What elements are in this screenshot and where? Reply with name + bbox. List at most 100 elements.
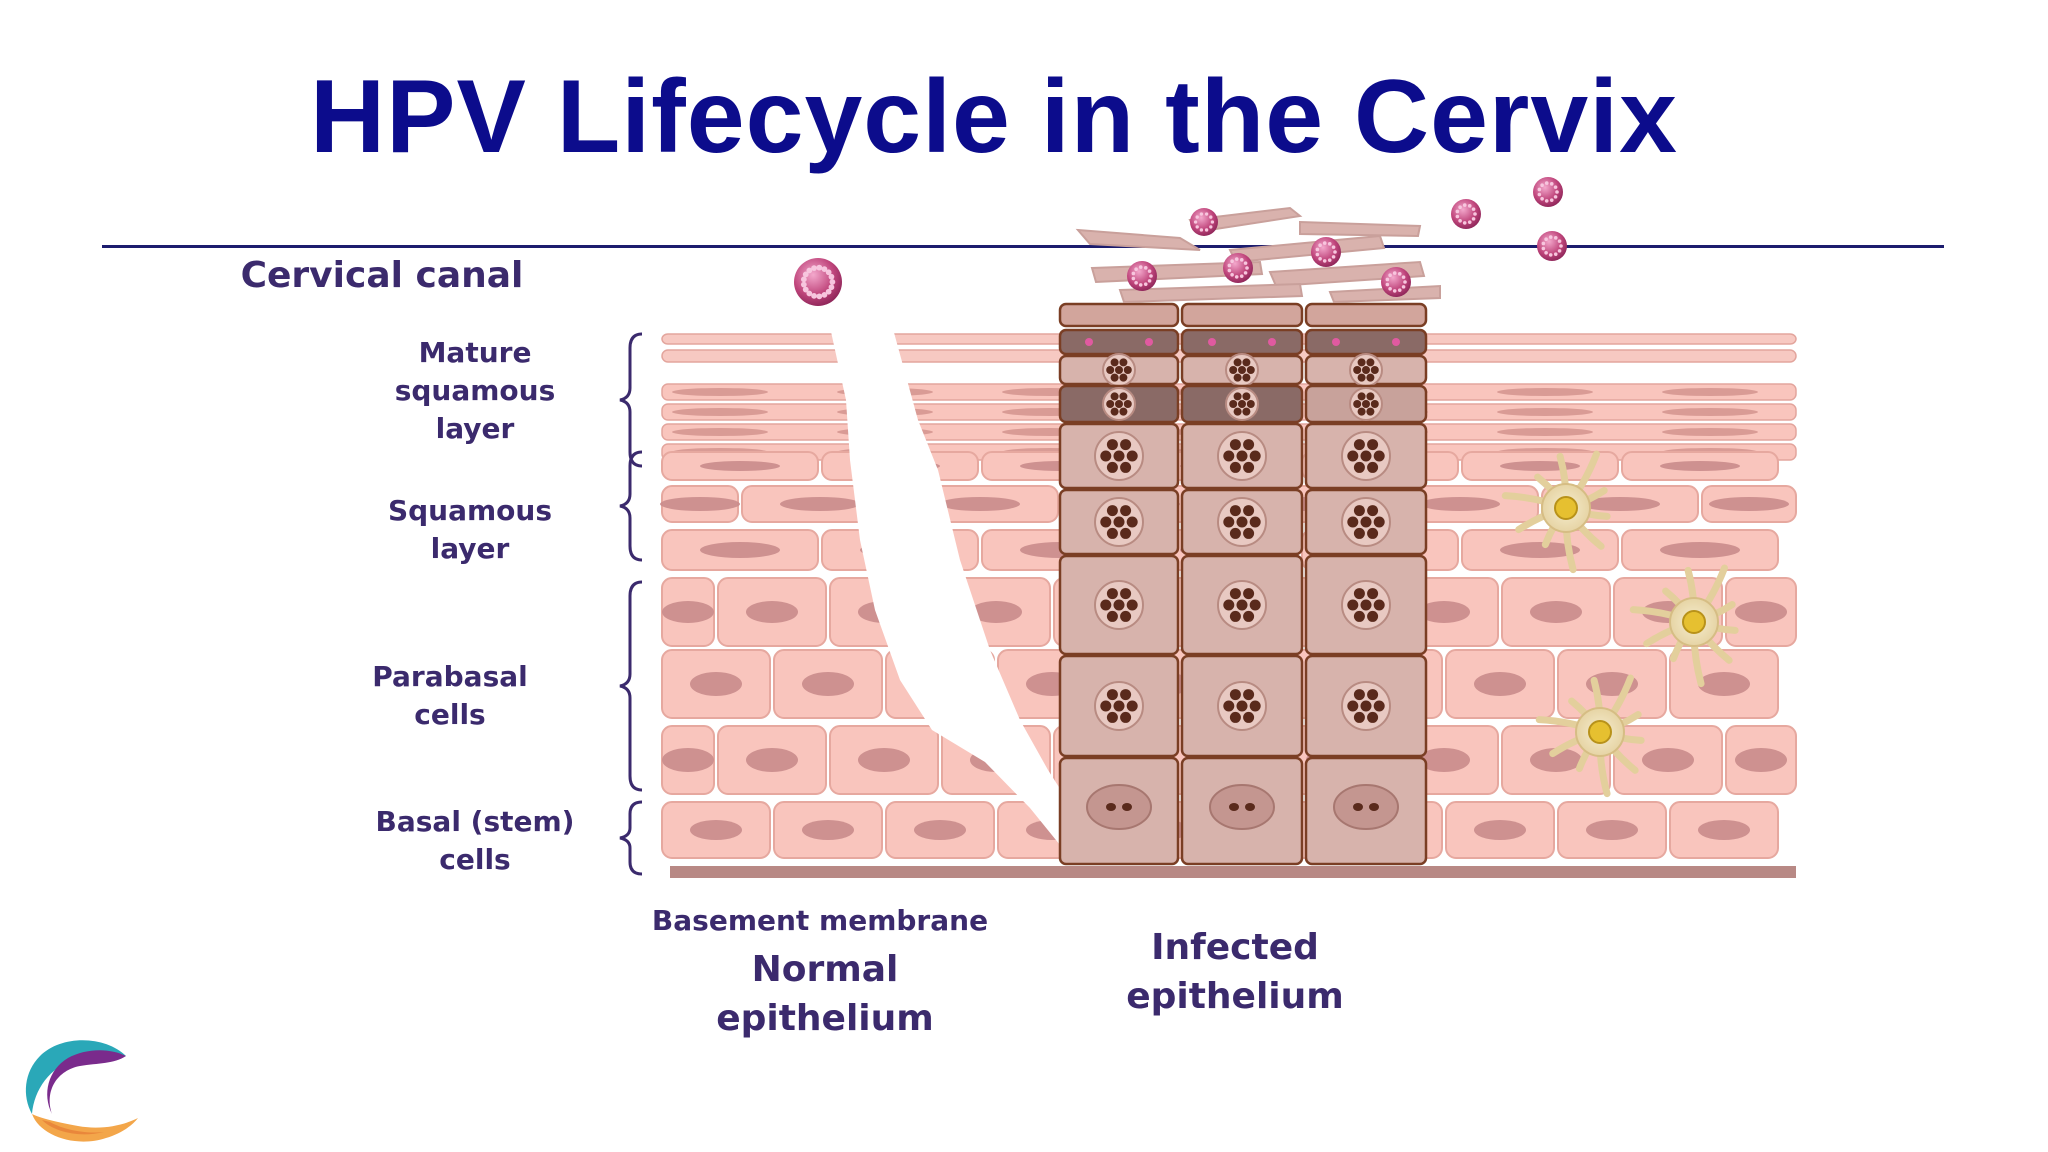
hpv-virion-icon xyxy=(1451,199,1481,229)
viral-particle xyxy=(1120,439,1132,451)
viral-particle xyxy=(1229,400,1238,408)
capsomere xyxy=(1559,244,1563,248)
normal-nucleus xyxy=(1474,820,1526,840)
hpv-virion-icon xyxy=(794,258,842,306)
capsomere xyxy=(1315,252,1320,257)
flat-nucleus xyxy=(1662,428,1758,436)
released-virion xyxy=(1085,338,1093,346)
capsomere xyxy=(1333,250,1337,254)
released-virion xyxy=(1268,338,1276,346)
viral-particle xyxy=(1360,450,1372,462)
viral-particle xyxy=(1243,610,1255,622)
capsomere xyxy=(1544,251,1548,255)
viral-particle xyxy=(1110,392,1119,401)
basement-membrane-label: Basement membrane xyxy=(651,904,989,937)
viral-particle xyxy=(1113,599,1125,611)
viral-particle xyxy=(1100,516,1112,528)
viral-particle xyxy=(1353,689,1365,701)
infected-cell xyxy=(1180,302,1304,328)
capsomere xyxy=(800,281,807,288)
normal-nucleus xyxy=(780,497,860,511)
capsomere xyxy=(1462,221,1467,225)
infected-cell xyxy=(1304,302,1428,328)
capsomere xyxy=(1209,225,1213,229)
capsomere xyxy=(1315,247,1320,252)
viral-particle xyxy=(1106,366,1115,374)
capsomere xyxy=(1138,283,1143,287)
viral-particle xyxy=(1366,407,1375,416)
capsomere xyxy=(806,267,813,274)
normal-nucleus xyxy=(700,461,780,471)
viral-particle xyxy=(1229,527,1241,539)
viral-particle xyxy=(1367,711,1379,723)
viral-particle xyxy=(1353,527,1365,539)
viral-particle xyxy=(1229,689,1241,701)
viral-particle xyxy=(1243,689,1255,701)
capsomere xyxy=(1149,274,1153,278)
normal-nucleus xyxy=(700,542,780,558)
viral-particle xyxy=(1238,400,1246,408)
capsomere xyxy=(1322,259,1327,263)
capsomere xyxy=(825,288,832,295)
capsomere xyxy=(1401,275,1406,279)
capsomere xyxy=(1147,269,1152,273)
viral-particle xyxy=(1246,400,1255,408)
capsomere xyxy=(1327,258,1332,262)
hpv-virion-icon xyxy=(1127,261,1157,291)
viral-particle xyxy=(1357,392,1366,401)
capsomere xyxy=(1143,266,1148,270)
c-logo-icon xyxy=(25,1040,138,1142)
normal-nucleus xyxy=(1530,748,1582,772)
capsomere xyxy=(1199,212,1204,216)
viral-particle xyxy=(1126,700,1138,712)
normal-nucleus xyxy=(1698,820,1750,840)
flat-nucleus xyxy=(672,388,768,396)
viral-particle xyxy=(1249,450,1261,462)
viral-particle xyxy=(1229,439,1241,451)
normal-nucleus xyxy=(1698,672,1750,696)
normal-nucleus xyxy=(1418,601,1470,623)
normal-nucleus xyxy=(802,672,854,696)
episome xyxy=(1229,803,1239,811)
capsomere xyxy=(1209,215,1213,219)
capsomere xyxy=(1327,242,1332,246)
capsomere xyxy=(1134,281,1138,285)
viral-particle xyxy=(1347,516,1359,528)
infected-cell xyxy=(1058,302,1180,328)
normal-nucleus xyxy=(1500,461,1580,471)
episome xyxy=(1245,803,1255,811)
capsomere xyxy=(1388,273,1392,277)
capsomere xyxy=(1548,235,1553,239)
episome xyxy=(1369,803,1379,811)
basal-nucleus xyxy=(1086,784,1152,830)
capsomere xyxy=(1243,271,1248,275)
viral-particle xyxy=(1347,599,1359,611)
viral-particle xyxy=(1236,516,1248,528)
infected-cell xyxy=(1058,328,1180,356)
capsomere xyxy=(829,279,836,285)
normal-nucleus xyxy=(1735,601,1787,623)
layer-braces xyxy=(619,332,643,876)
infected-cell xyxy=(1304,328,1428,356)
viral-particle xyxy=(1353,461,1365,473)
viral-particle xyxy=(1243,505,1255,517)
normal-nucleus xyxy=(660,497,740,511)
viral-particle xyxy=(1223,450,1235,462)
viral-particle xyxy=(1123,366,1132,374)
viral-particle xyxy=(1370,400,1379,408)
capsomere xyxy=(1549,182,1554,186)
capsomere xyxy=(800,276,807,283)
capsomere xyxy=(1401,285,1406,289)
viral-particle xyxy=(1360,516,1372,528)
viral-particle xyxy=(1243,588,1255,600)
basal-nucleus xyxy=(1333,784,1399,830)
viral-particle xyxy=(1120,689,1132,701)
viral-particle xyxy=(1370,366,1379,374)
capsomere xyxy=(1199,228,1204,232)
viral-particle xyxy=(1236,700,1248,712)
capsomere xyxy=(816,293,823,300)
cell-nucleus xyxy=(1682,610,1706,634)
normal-nucleus xyxy=(940,497,1020,511)
capsomere xyxy=(816,264,823,271)
hpv-virions xyxy=(794,177,1567,306)
